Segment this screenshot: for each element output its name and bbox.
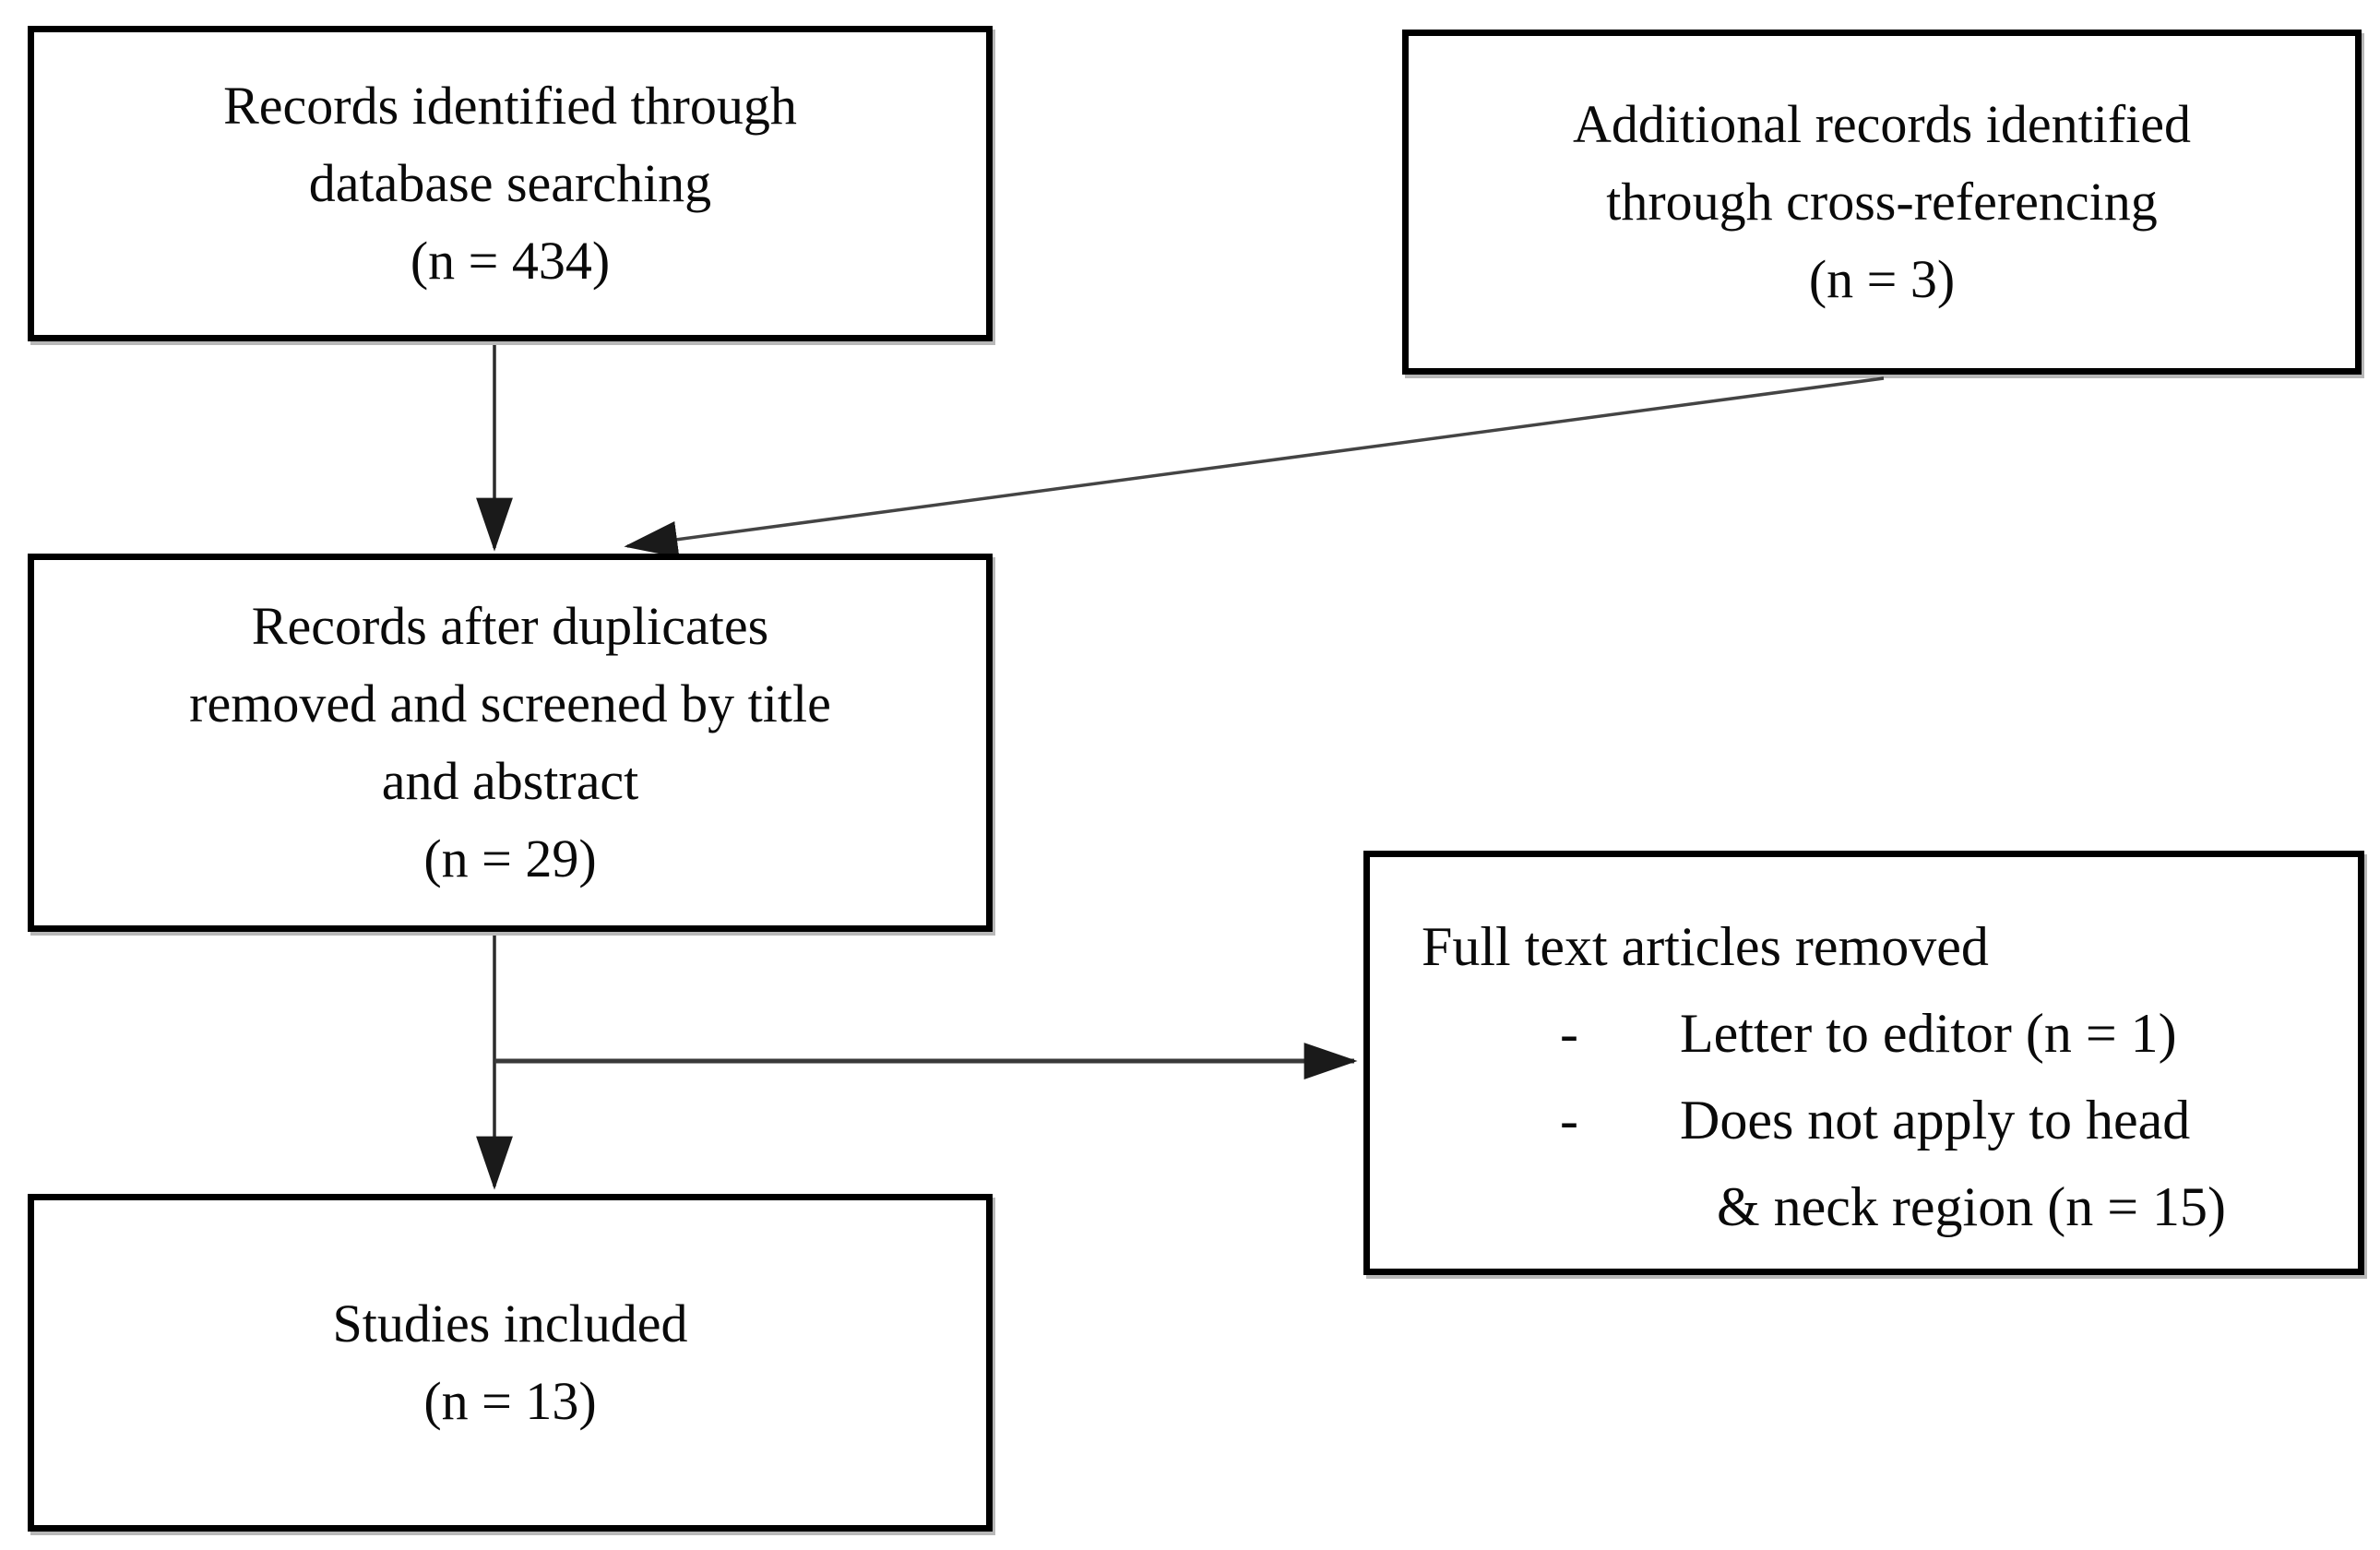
box-text-line: (n = 13) — [423, 1371, 597, 1431]
exclusion-bullet-item: - Letter to editor (n = 1) — [1422, 990, 2339, 1077]
box-text-line: and abstract — [381, 751, 639, 811]
box-text-line: Records identified through — [223, 76, 797, 136]
box-text-line: through cross-referencing — [1606, 172, 2158, 232]
bullet-text-line: & neck region (n = 15) — [1717, 1176, 2227, 1237]
box-records-screened: Records after duplicates removed and scr… — [28, 554, 993, 932]
bullet-text-line: Letter to editor (n = 1) — [1680, 1003, 2177, 1064]
box-text-line: Studies included — [332, 1294, 688, 1353]
arrow-additional-to-screened — [624, 376, 1885, 558]
box-records-identified: Records identified through database sear… — [28, 26, 993, 341]
box-text-line: (n = 3) — [1808, 249, 1956, 309]
box-text-line: Additional records identified — [1572, 94, 2192, 154]
box-text-line: Records after duplicates — [251, 596, 769, 656]
box-text-line: (n = 434) — [410, 231, 611, 291]
box-text-line: (n = 29) — [423, 829, 597, 888]
box-text-line: removed and screened by title — [189, 674, 831, 733]
bullet-dash-marker: - — [1560, 1090, 1578, 1151]
box-text-line: database searching — [308, 153, 712, 213]
bullet-dash-marker: - — [1560, 1003, 1578, 1064]
exclusion-box-title: Full text articles removed — [1422, 916, 1989, 977]
bullet-text-line: Does not apply to head — [1680, 1090, 2191, 1151]
box-full-text-removed: Full text articles removed - Letter to e… — [1363, 851, 2364, 1275]
box-studies-included: Studies included (n = 13) — [28, 1194, 993, 1532]
exclusion-bullet-item: - Does not apply to head & neck region (… — [1422, 1077, 2339, 1250]
box-additional-records: Additional records identified through cr… — [1402, 30, 2362, 375]
